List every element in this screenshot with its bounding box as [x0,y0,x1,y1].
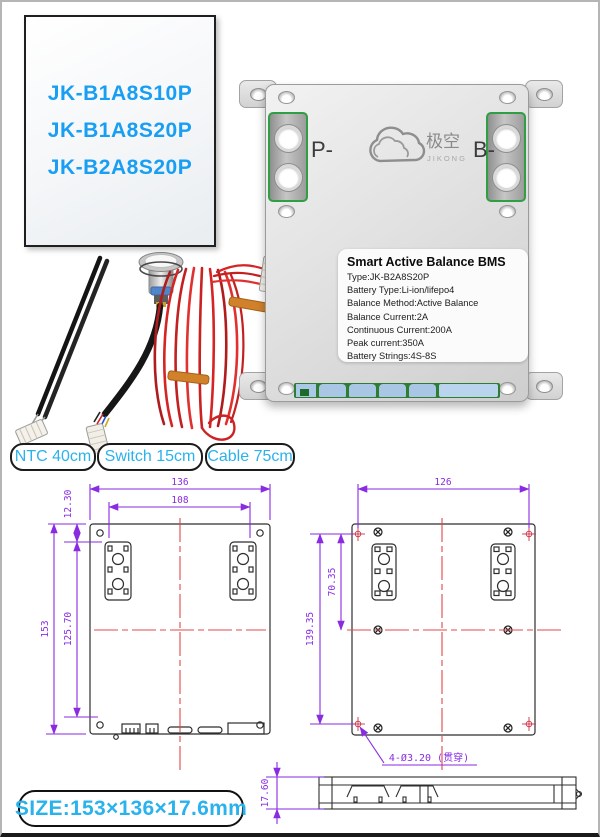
screw-hole [536,380,553,393]
screw-hole [499,205,516,218]
spec-line: Type:JK-B2A8S20P [347,272,430,282]
size-badge-text: SIZE:153×136×17.6mm [14,796,248,820]
connector-socket [439,384,498,397]
side-dimensions [266,762,324,824]
dim-height-inner: 125.70 [63,612,74,647]
spec-label: Smart Active Balance BMS Type:JK-B2A8S20… [338,249,528,362]
connector-socket [349,384,376,397]
model-name: JK-B1A8S10P [47,82,193,105]
mounting-ear [525,372,563,400]
back-dimensions [310,484,530,766]
dim-hole-span: 139.35 [305,612,316,646]
connector-socket [319,384,346,397]
connector-socket [379,384,406,397]
b-minus-label: B- [473,137,495,162]
dim-thickness: 17.60 [260,778,271,807]
power-switch [85,252,184,454]
ntc-probe [15,255,110,446]
dim-width-outer: 136 [171,477,188,488]
screw-hole [278,382,295,395]
dim-hole-to-center: 70.35 [327,568,338,597]
size-badge: SIZE:153×136×17.6mm [14,790,248,827]
connector-socket [296,384,316,397]
mounting-ear [525,80,563,108]
ntc-length-badge: NTC 40cm [10,443,96,471]
spec-line: Battery Type:Li-ion/lifepo4 [347,285,455,296]
model-name: JK-B1A8S20P [47,119,193,142]
logo-en-text: JIKONG [427,154,467,163]
model-list-box: JK-B1A8S10P JK-B1A8S20P JK-B2A8S20P [24,15,216,247]
screw-hole [536,88,553,101]
dim-height-outer: 153 [40,620,51,637]
dim-width-inner: 108 [171,495,188,506]
model-name: JK-B2A8S20P [47,156,193,179]
dim-back-width: 126 [434,477,451,488]
back-view-drawing: 126 70.35 139.35 4-Ø3.20 (贯穿) [305,477,564,770]
bms-board-photo: P- B- 极空 JIKONG Smart Active Balance BMS… [239,64,563,402]
screw-hole [499,382,516,395]
spec-line: Battery Strings:4S-8S [347,351,437,362]
spec-line: Balance Method:Active Balance [347,298,479,309]
connector-strip [294,383,500,398]
p-minus-terminal [268,112,308,202]
spec-line: Continuous Current:200A [347,324,452,335]
switch-length-badge: Switch 15cm [97,443,203,471]
hole-callout: 4-Ø3.20 (贯穿) [389,751,469,764]
terminal-hole [493,125,520,152]
terminal-hole [493,164,520,191]
jikong-cloud-logo-icon: 极空 JIKONG [369,126,467,163]
dim-edge-offset: 12.30 [63,489,74,518]
centerlines [94,518,266,772]
front-view-drawing: 136 108 12.30 153 125.70 [40,477,271,772]
screw-hole [499,91,516,104]
bms-body: P- B- 极空 JIKONG Smart Active Balance BMS… [265,84,529,402]
connector-socket [409,384,436,397]
front-dimensions [46,484,271,735]
screw-hole [278,205,295,218]
spec-line: Balance Current:2A [347,311,429,322]
cable-length-badge: Cable 75cm [205,443,295,471]
logo-cn-text: 极空 [426,132,460,151]
side-view-drawing: 17.60 [260,762,583,824]
spec-title: Smart Active Balance BMS [347,255,506,269]
screw-hole [278,91,295,104]
centerlines [347,518,564,770]
b-minus-terminal [486,112,526,202]
p-minus-label: P- [311,137,333,162]
dimension-drawings: 136 108 12.30 153 125.70 [40,477,583,824]
terminal-hole [275,164,302,191]
terminal-hole [275,125,302,152]
spec-line: Peak current:350A [347,338,425,349]
